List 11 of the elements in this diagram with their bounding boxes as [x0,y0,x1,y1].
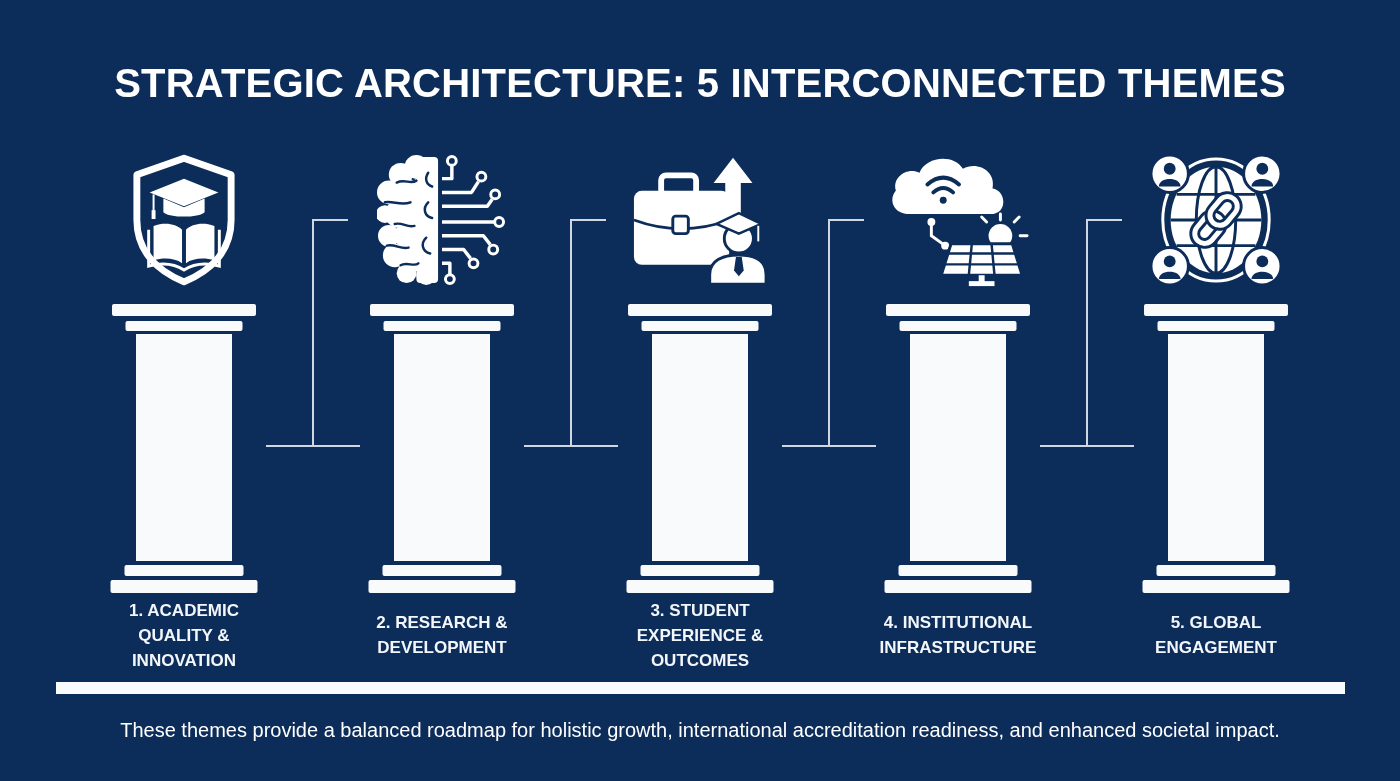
caption: These themes provide a balanced roadmap for holistic growth, international accreditation readiness, and enhanced societal impact. [120,718,1280,743]
connector-line [1039,219,1135,447]
connector-line [523,219,619,447]
theme-label: 4. INSTITUTIONAL INFRASTRUCTURE [878,612,1038,659]
theme-label: 5. GLOBAL ENGAGEMENT [1154,612,1278,659]
connector-line [781,219,877,447]
title: STRATEGIC ARCHITECTURE: 5 INTERCONNECTED THEMES [114,63,1286,103]
connector-line [265,219,361,447]
theme-label: 1. ACADEMIC QUALITY & INNOVATION [128,599,240,672]
theme-label: 3. STUDENT EXPERIENCE & OUTCOMES [635,599,765,672]
theme-label: 2. RESEARCH & DEVELOPMENT [375,612,509,659]
